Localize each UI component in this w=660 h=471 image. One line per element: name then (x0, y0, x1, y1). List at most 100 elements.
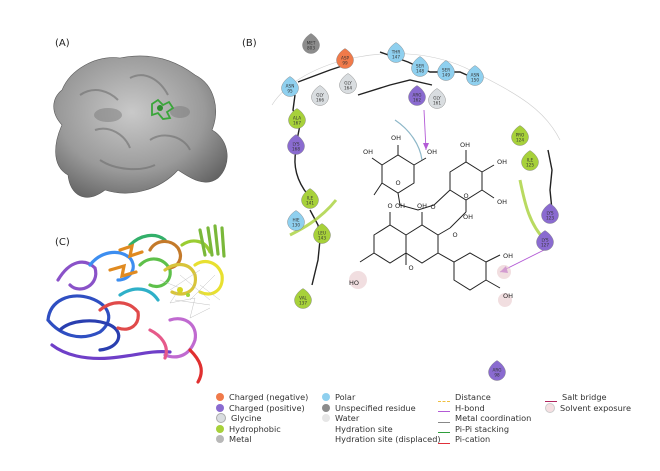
legend-polar: Polar (322, 392, 441, 403)
residue-name: LYS (293, 142, 300, 147)
residue-number: 162 (413, 98, 421, 103)
ligand-skeleton (359, 145, 501, 291)
residue-name: ARG (412, 93, 421, 98)
legend-saltbridge: Salt bridge (545, 392, 631, 403)
residue-marker (521, 150, 539, 171)
legend-saltbridge-label: Salt bridge (562, 392, 607, 403)
legend-pication-label: Pi-cation (455, 434, 491, 445)
legend-col4: Salt bridge Solvent exposure (545, 392, 631, 413)
residue-name: GLY (433, 96, 441, 101)
atom-label-o: O (387, 202, 392, 210)
legend-hydrophobic-swatch (216, 424, 224, 433)
legend-hbond-swatch (438, 411, 450, 413)
legend-saltbridge-swatch (545, 400, 557, 402)
residue-marker (287, 134, 305, 155)
legend-col3: Distance H-bond Metal coordination Pi-Pi… (438, 392, 531, 445)
solvent-exposure-3 (498, 293, 512, 307)
residue-marker (466, 65, 484, 86)
residue-marker (302, 33, 320, 54)
legend-solvent: Solvent exposure (545, 402, 631, 414)
legend-pication-swatch (438, 442, 450, 444)
atom-label-oh: OH (417, 202, 427, 210)
legend-metal-swatch (216, 435, 224, 444)
legend-hbond: H-bond (438, 403, 531, 414)
residue-number: 141 (306, 201, 314, 206)
residue-marker (301, 188, 319, 209)
legend-positive-swatch (216, 403, 224, 412)
atom-label-oh: OH (427, 148, 437, 156)
residue-number: 150 (471, 78, 479, 83)
residue-marker (287, 210, 305, 231)
legend-polar-swatch (322, 393, 330, 402)
residue-name: SER (416, 64, 424, 69)
legend-metal-coordination-label: Metal coordination (455, 413, 532, 424)
residue-name: HIE (292, 218, 299, 223)
residue-number: 137 (299, 301, 307, 306)
residue-marker (288, 108, 306, 129)
legend-pipi-label: Pi-Pi stacking (455, 423, 510, 434)
residue-marker (437, 60, 455, 81)
residue-name: ILE (307, 196, 314, 201)
atom-label-oh: OH (460, 141, 470, 149)
legend-unspecified-swatch (322, 403, 330, 412)
legend-water: Water (322, 413, 441, 424)
residue-number: 168 (292, 147, 300, 152)
atom-label-oh: OH (463, 213, 473, 221)
residue-number: 803 (307, 46, 315, 51)
legend-hydration-displaced: Hydration site (displaced) (322, 434, 441, 445)
legend-negative-label: Charged (negative) (229, 392, 309, 403)
residue-number: 149 (442, 73, 450, 78)
legend-glycine-swatch (216, 413, 226, 424)
hbond-arrowhead-1 (423, 143, 429, 150)
atom-label-oh: OH (503, 292, 513, 300)
atom-label-o: O (395, 179, 400, 187)
legend-hydrophobic-label: Hydrophobic (229, 423, 281, 434)
legend-col1: Charged (negative) Charged (positive) Gl… (216, 392, 308, 445)
residue-name: MET (307, 41, 316, 46)
legend-negative: Charged (negative) (216, 392, 308, 403)
ligand-stick (151, 98, 175, 120)
legend-distance: Distance (438, 392, 531, 403)
legend-pipi-swatch (438, 432, 450, 434)
residue-number: 148 (416, 69, 424, 74)
residue-number: 143 (318, 236, 326, 241)
residue-name: ALA (293, 116, 301, 121)
solvent-exposure-2 (497, 265, 511, 279)
residue-number: 95 (287, 89, 293, 94)
atom-label-oh: OH (503, 252, 513, 260)
residue-number: 130 (292, 223, 300, 228)
panel-label-b: (B) (242, 38, 257, 49)
legend-metal-coordination-swatch (438, 421, 450, 423)
atom-label-ho: HO (349, 279, 359, 287)
residue-marker (511, 125, 529, 146)
backbone-path-right (547, 149, 553, 211)
legend-metal: Metal (216, 434, 308, 445)
atom-label-oh: OH (363, 148, 373, 156)
legend-hydration-displaced-label: Hydration site (displaced) (335, 434, 441, 445)
residue-number: 125 (526, 163, 534, 168)
atom-label-o: O (408, 264, 413, 272)
backbone-path-top2 (357, 79, 433, 96)
panel-label-c: (C) (55, 237, 70, 248)
residue-marker (428, 88, 446, 109)
residue-name: ASP (341, 56, 350, 61)
residue-number: 124 (516, 138, 524, 143)
solvent-exposure-1 (349, 271, 367, 289)
legend-hydration-label: Hydration site (335, 423, 393, 434)
residue-name: ASN (471, 73, 480, 78)
legend-hydrophobic: Hydrophobic (216, 424, 308, 435)
legend-pication: Pi-cation (438, 434, 531, 445)
